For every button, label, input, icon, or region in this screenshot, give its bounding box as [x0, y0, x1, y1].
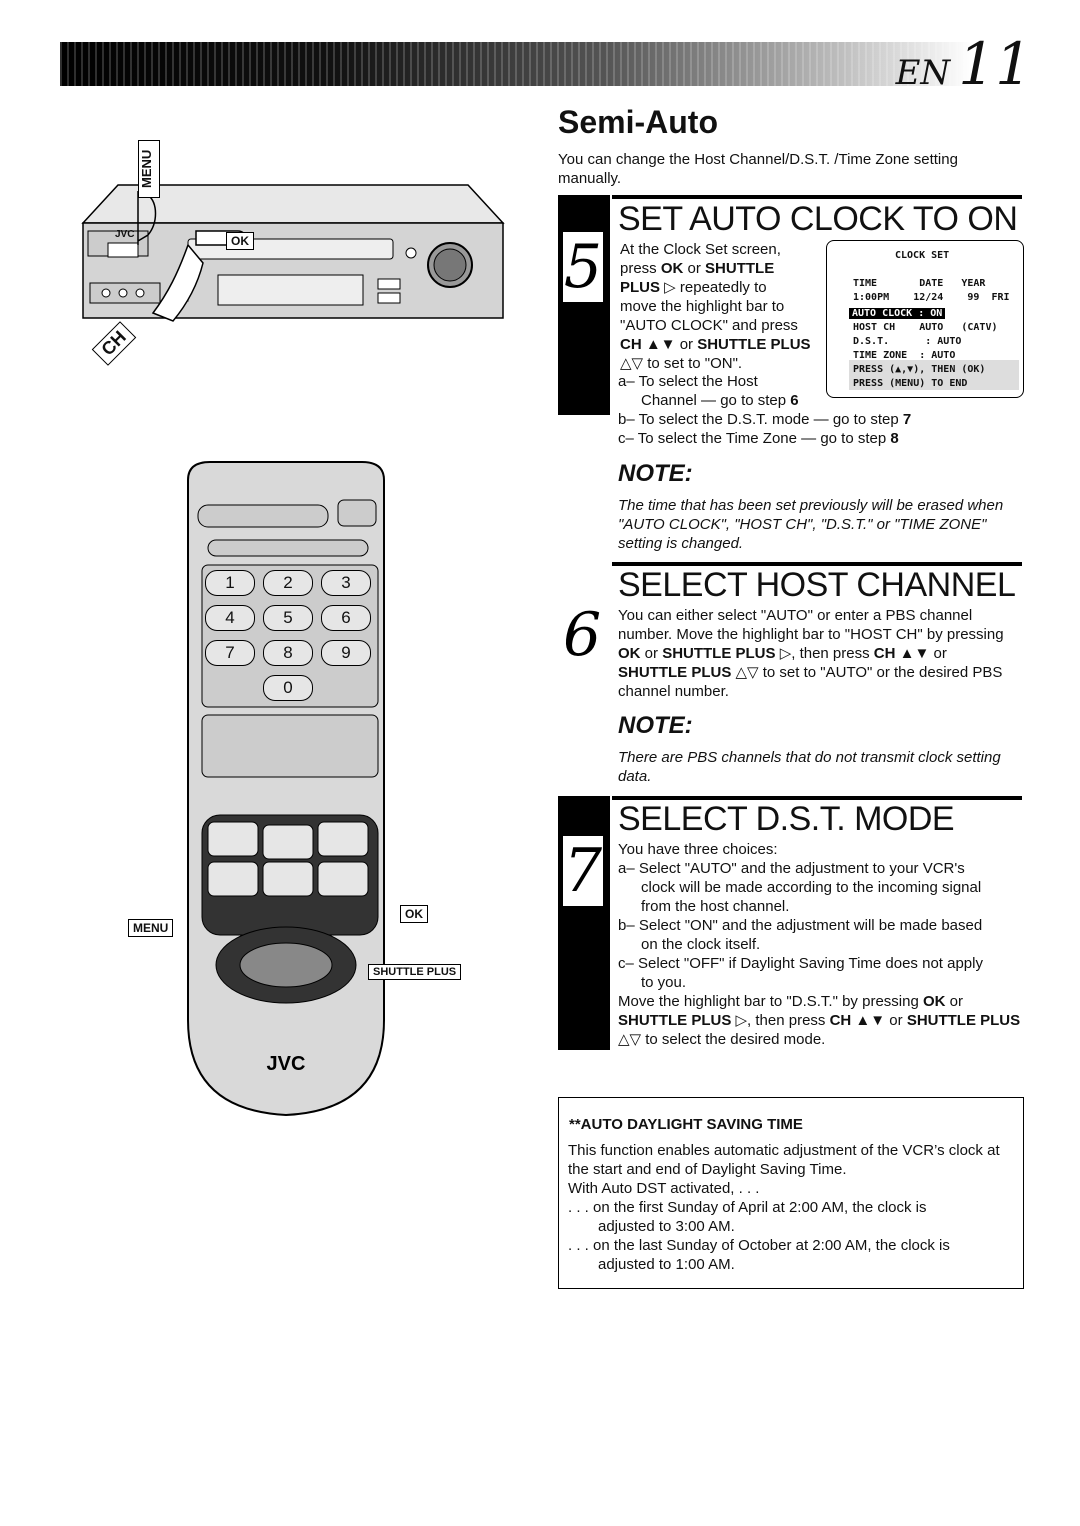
step7-option-a-cont2: from the host channel.: [641, 898, 790, 915]
step7-move-text: Move the highlight bar to "D.S.T." by pr…: [618, 993, 1021, 1048]
auto-dst-october-cont: adjusted to 1:00 AM.: [598, 1256, 735, 1273]
step6-note-text: There are PBS channels that do not trans…: [618, 749, 1001, 785]
header-stripes: [60, 42, 972, 86]
auto-dst-activated: With Auto DST activated, . . .: [568, 1180, 760, 1197]
step6-title: SELECT HOST CHANNEL: [618, 566, 1016, 604]
clock-press-line1: PRESS (▲,▼), THEN (OK): [853, 364, 986, 375]
clock-title: CLOCK SET: [895, 250, 950, 261]
section-title: Semi-Auto: [558, 104, 718, 140]
step5-note-text: The time that has been set previously wi…: [618, 497, 1004, 552]
language-code: EN: [895, 53, 951, 93]
remote-key-2: 2: [263, 570, 313, 596]
remote-key-6: 6: [321, 605, 371, 631]
remote-key-4: 4: [205, 605, 255, 631]
remote-key-5: 5: [263, 605, 313, 631]
clock-set-screen: CLOCK SET TIME DATE YEAR 1:00PM 12/24 99…: [826, 240, 1024, 398]
remote-key-1: 1: [205, 570, 255, 596]
step5-option-a-cont: Channel — go to step 6: [641, 392, 799, 409]
clock-time-zone: TIME ZONE : AUTO: [853, 350, 956, 361]
clock-headers: TIME DATE YEAR: [853, 278, 986, 289]
auto-dst-title: **AUTO DAYLIGHT SAVING TIME: [569, 1116, 803, 1133]
step7-option-a: a– Select "AUTO" and the adjustment to y…: [618, 860, 965, 877]
vcr-ch-label: CH: [91, 321, 137, 366]
remote-shuttle-plus-label: SHUTTLE PLUS: [368, 964, 462, 980]
remote-key-0: 0: [263, 675, 313, 701]
remote-illustration: JVC: [187, 461, 385, 1117]
clock-values: 1:00PM 12/24 99 FRI: [853, 292, 1010, 303]
remote-key-3: 3: [321, 570, 371, 596]
remote-menu-label: MENU: [128, 919, 174, 937]
section-intro: You can change the Host Channel/D.S.T. /…: [558, 151, 958, 187]
vcr-brand: JVC: [115, 229, 135, 240]
step7-intro: You have three choices:: [618, 841, 778, 858]
vcr-ok-label: OK: [226, 232, 254, 250]
step7-option-c: c– Select "OFF" if Daylight Saving Time …: [618, 955, 983, 972]
clock-press-shade: [849, 360, 1019, 390]
step7-bar: [558, 796, 610, 1050]
step7-title: SELECT D.S.T. MODE: [618, 800, 955, 838]
step6-number: 6: [563, 600, 602, 670]
clock-dst: D.S.T. : AUTO: [853, 336, 962, 347]
step7-option-c-cont: to you.: [641, 974, 687, 991]
header-gradient-bar: [60, 42, 972, 86]
step5-option-c: c– To select the Time Zone — go to step …: [618, 430, 899, 447]
step5-option-b: b– To select the D.S.T. mode — go to ste…: [618, 411, 912, 428]
step6-note-heading: NOTE:: [618, 712, 693, 739]
step5-number: 5: [563, 232, 603, 302]
step5-title: SET AUTO CLOCK TO ON: [618, 200, 1018, 238]
step5-option-a: a– To select the Host: [618, 373, 758, 390]
step5-note-heading: NOTE:: [618, 460, 693, 487]
auto-dst-box: **AUTO DAYLIGHT SAVING TIME This functio…: [558, 1097, 1024, 1289]
step7-rule: [612, 796, 1022, 800]
step7-number: 7: [563, 836, 603, 906]
step6-instructions: You can either select "AUTO" or enter a …: [618, 607, 1004, 700]
step7-option-a-cont: clock will be made according to the inco…: [641, 879, 982, 896]
vcr-menu-label: MENU: [138, 140, 160, 198]
page-num-value: 11: [958, 30, 1032, 98]
auto-dst-october: . . . on the last Sunday of October at 2…: [568, 1237, 950, 1254]
clock-press-line2: PRESS (MENU) TO END: [853, 378, 968, 389]
remote-key-7: 7: [205, 640, 255, 666]
auto-dst-paragraph: This function enables automatic adjustme…: [568, 1142, 1000, 1178]
step5-rule: [612, 195, 1022, 199]
vcr-illustration: [81, 184, 505, 322]
remote-brand: JVC: [267, 1053, 306, 1075]
remote-ok-label: OK: [400, 905, 428, 923]
clock-auto-clock-highlight: AUTO CLOCK : ON: [849, 308, 946, 319]
remote-key-8: 8: [263, 640, 313, 666]
step6-rule: [612, 562, 1022, 566]
clock-host-ch: HOST CH AUTO (CATV): [853, 322, 998, 333]
auto-dst-april: . . . on the first Sunday of April at 2:…: [568, 1199, 927, 1216]
step5-instructions: At the Clock Set screen,press OK or SHUT…: [620, 241, 811, 372]
remote-key-9: 9: [321, 640, 371, 666]
auto-dst-april-cont: adjusted to 3:00 AM.: [598, 1218, 735, 1235]
step7-option-b-cont: on the clock itself.: [641, 936, 761, 953]
step7-option-b: b– Select "ON" and the adjustment will b…: [618, 917, 983, 934]
